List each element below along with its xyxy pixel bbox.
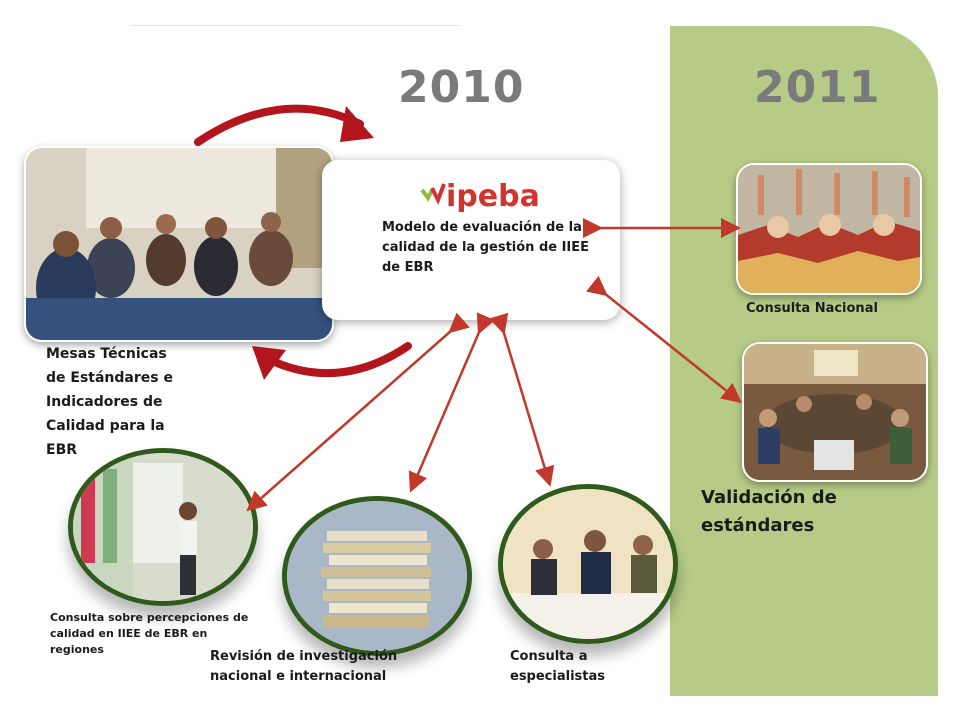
arrow-to-validacion bbox=[586, 275, 742, 404]
consulta-nacional-label: Consulta Nacional bbox=[746, 301, 878, 316]
validacion-estandares-label: Validación de estándares bbox=[701, 487, 837, 536]
consulta-percepciones-label: Consulta sobre percepciones de calidad e… bbox=[50, 611, 249, 656]
curved-arrow-bottom bbox=[266, 342, 412, 378]
mesas-tecnicas-label: Mesas Técnicas de Estándares e Indicador… bbox=[46, 346, 173, 458]
year-2011-label: 2011 bbox=[754, 62, 881, 113]
regiones-photo bbox=[68, 448, 258, 606]
divider-line bbox=[130, 25, 460, 26]
papers-stack-photo bbox=[282, 496, 472, 656]
arrow-to-especialistas bbox=[489, 312, 555, 487]
year-2010-label: 2010 bbox=[398, 62, 525, 113]
consulta-especialistas-label: Consulta a especialistas bbox=[510, 649, 605, 684]
ipeba-logo: ipeba bbox=[420, 176, 600, 214]
ipeba-description: Modelo de evaluación de la calidad de la… bbox=[382, 220, 590, 275]
ipeba-logo-text: ipeba bbox=[446, 179, 540, 212]
revision-investigacion-label: Revisión de investigación nacional e int… bbox=[210, 649, 398, 684]
curved-arrow-top-head bbox=[340, 106, 374, 142]
consulta-nacional-photo bbox=[736, 163, 922, 295]
validacion-photo bbox=[742, 342, 928, 482]
ipeba-model-box bbox=[322, 160, 620, 320]
curved-arrow-top bbox=[194, 104, 364, 146]
arrow-to-revision bbox=[408, 312, 496, 493]
